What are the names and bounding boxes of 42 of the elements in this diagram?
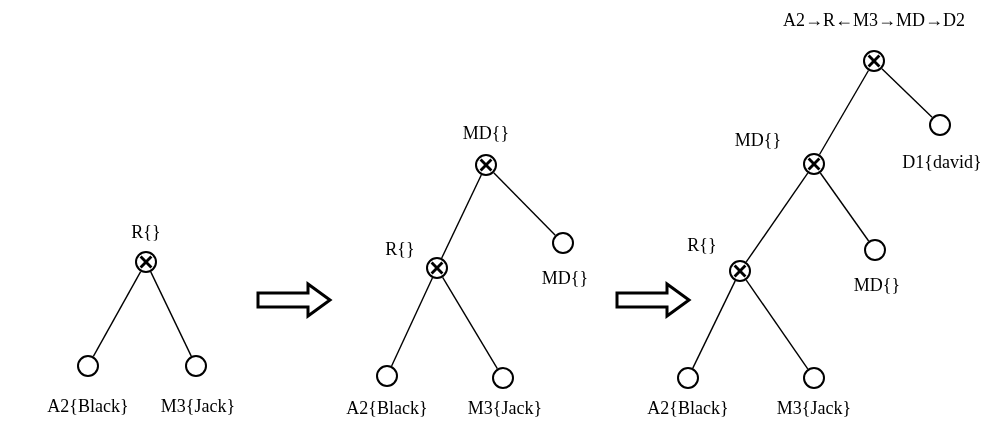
tree-edge (745, 279, 809, 370)
path-label: A2→R←M3→MD→D2 (783, 9, 965, 31)
tree-edge (819, 172, 870, 242)
tree-edge (493, 172, 556, 236)
leaf-node-circle (376, 365, 398, 387)
tree-edge (881, 67, 933, 119)
node-label: R{} (687, 234, 717, 256)
node-label: MD{} (734, 129, 782, 151)
node-label: M3{Jack} (160, 395, 236, 417)
join-node-circle (135, 251, 157, 273)
tree-edge (818, 69, 870, 156)
node-label: R{} (131, 221, 161, 243)
leaf-node-circle (552, 232, 574, 254)
tree-edge (390, 277, 434, 367)
node-label: A2{Black} (346, 397, 428, 419)
node-label: MD{} (462, 122, 510, 144)
tree-edge (692, 280, 736, 369)
join-node-circle (475, 154, 497, 176)
join-node-circle (803, 153, 825, 175)
leaf-node-circle (77, 355, 99, 377)
leaf-node-circle (803, 367, 825, 389)
tree-edge (745, 172, 809, 263)
tree-edge (441, 174, 482, 259)
tree-edge (150, 271, 192, 357)
node-label: M3{Jack} (776, 397, 852, 419)
node-label: R{} (385, 238, 415, 260)
tree-edge (92, 270, 142, 358)
tree-edge (441, 276, 499, 370)
leaf-node-circle (864, 239, 886, 261)
join-node-circle (426, 257, 448, 279)
node-label: MD{} (541, 267, 589, 289)
node-label: M3{Jack} (467, 397, 543, 419)
join-node-circle (729, 260, 751, 282)
node-label: MD{} (853, 274, 901, 296)
leaf-node-circle (929, 114, 951, 136)
join-node-circle (863, 50, 885, 72)
leaf-node-circle (185, 355, 207, 377)
leaf-node-circle (492, 367, 514, 389)
node-label: A2{Black} (47, 395, 129, 417)
node-label: D1{david} (902, 151, 982, 173)
leaf-node-circle (677, 367, 699, 389)
node-label: A2{Black} (647, 397, 729, 419)
